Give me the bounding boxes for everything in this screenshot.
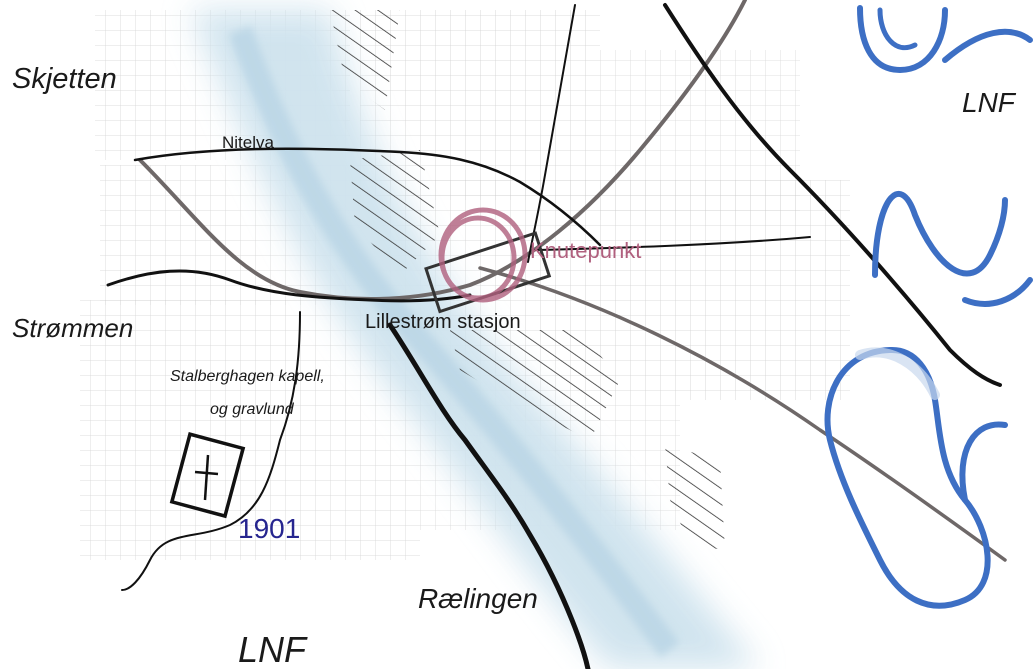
label-nitelva: Nitelva xyxy=(222,133,275,152)
label-strommen: Strømmen xyxy=(12,313,133,343)
road-ralingen xyxy=(387,322,591,669)
knutepunkt-circle xyxy=(438,207,528,303)
river-meanders xyxy=(824,5,1033,609)
label-raelingen: Rælingen xyxy=(418,583,538,614)
slope-hatching xyxy=(330,10,725,550)
road-north xyxy=(527,4,576,263)
label-kapell-line1: Stalberghagen kapell, xyxy=(170,368,325,385)
label-year: 1901 xyxy=(238,513,300,544)
road-wsw xyxy=(106,269,472,303)
railway-lines xyxy=(138,0,1007,562)
cross-icon xyxy=(203,454,210,501)
road-ne-diagonal xyxy=(663,3,1002,387)
road-kapell xyxy=(121,311,301,591)
label-kapell-line2: og gravlund xyxy=(210,401,295,418)
label-lillestrom-stasjon: Lillestrøm stasjon xyxy=(365,311,521,333)
label-knutepunkt: Knutepunkt xyxy=(530,238,641,263)
chapel-symbol xyxy=(169,432,246,519)
label-skjetten: Skjetten xyxy=(12,63,117,95)
label-lnf-top-right: LNF xyxy=(962,87,1017,118)
road-network xyxy=(106,3,1002,669)
road-east xyxy=(534,236,811,251)
label-lnf-bottom: LNF xyxy=(238,629,308,669)
road-nitelva xyxy=(133,147,602,247)
